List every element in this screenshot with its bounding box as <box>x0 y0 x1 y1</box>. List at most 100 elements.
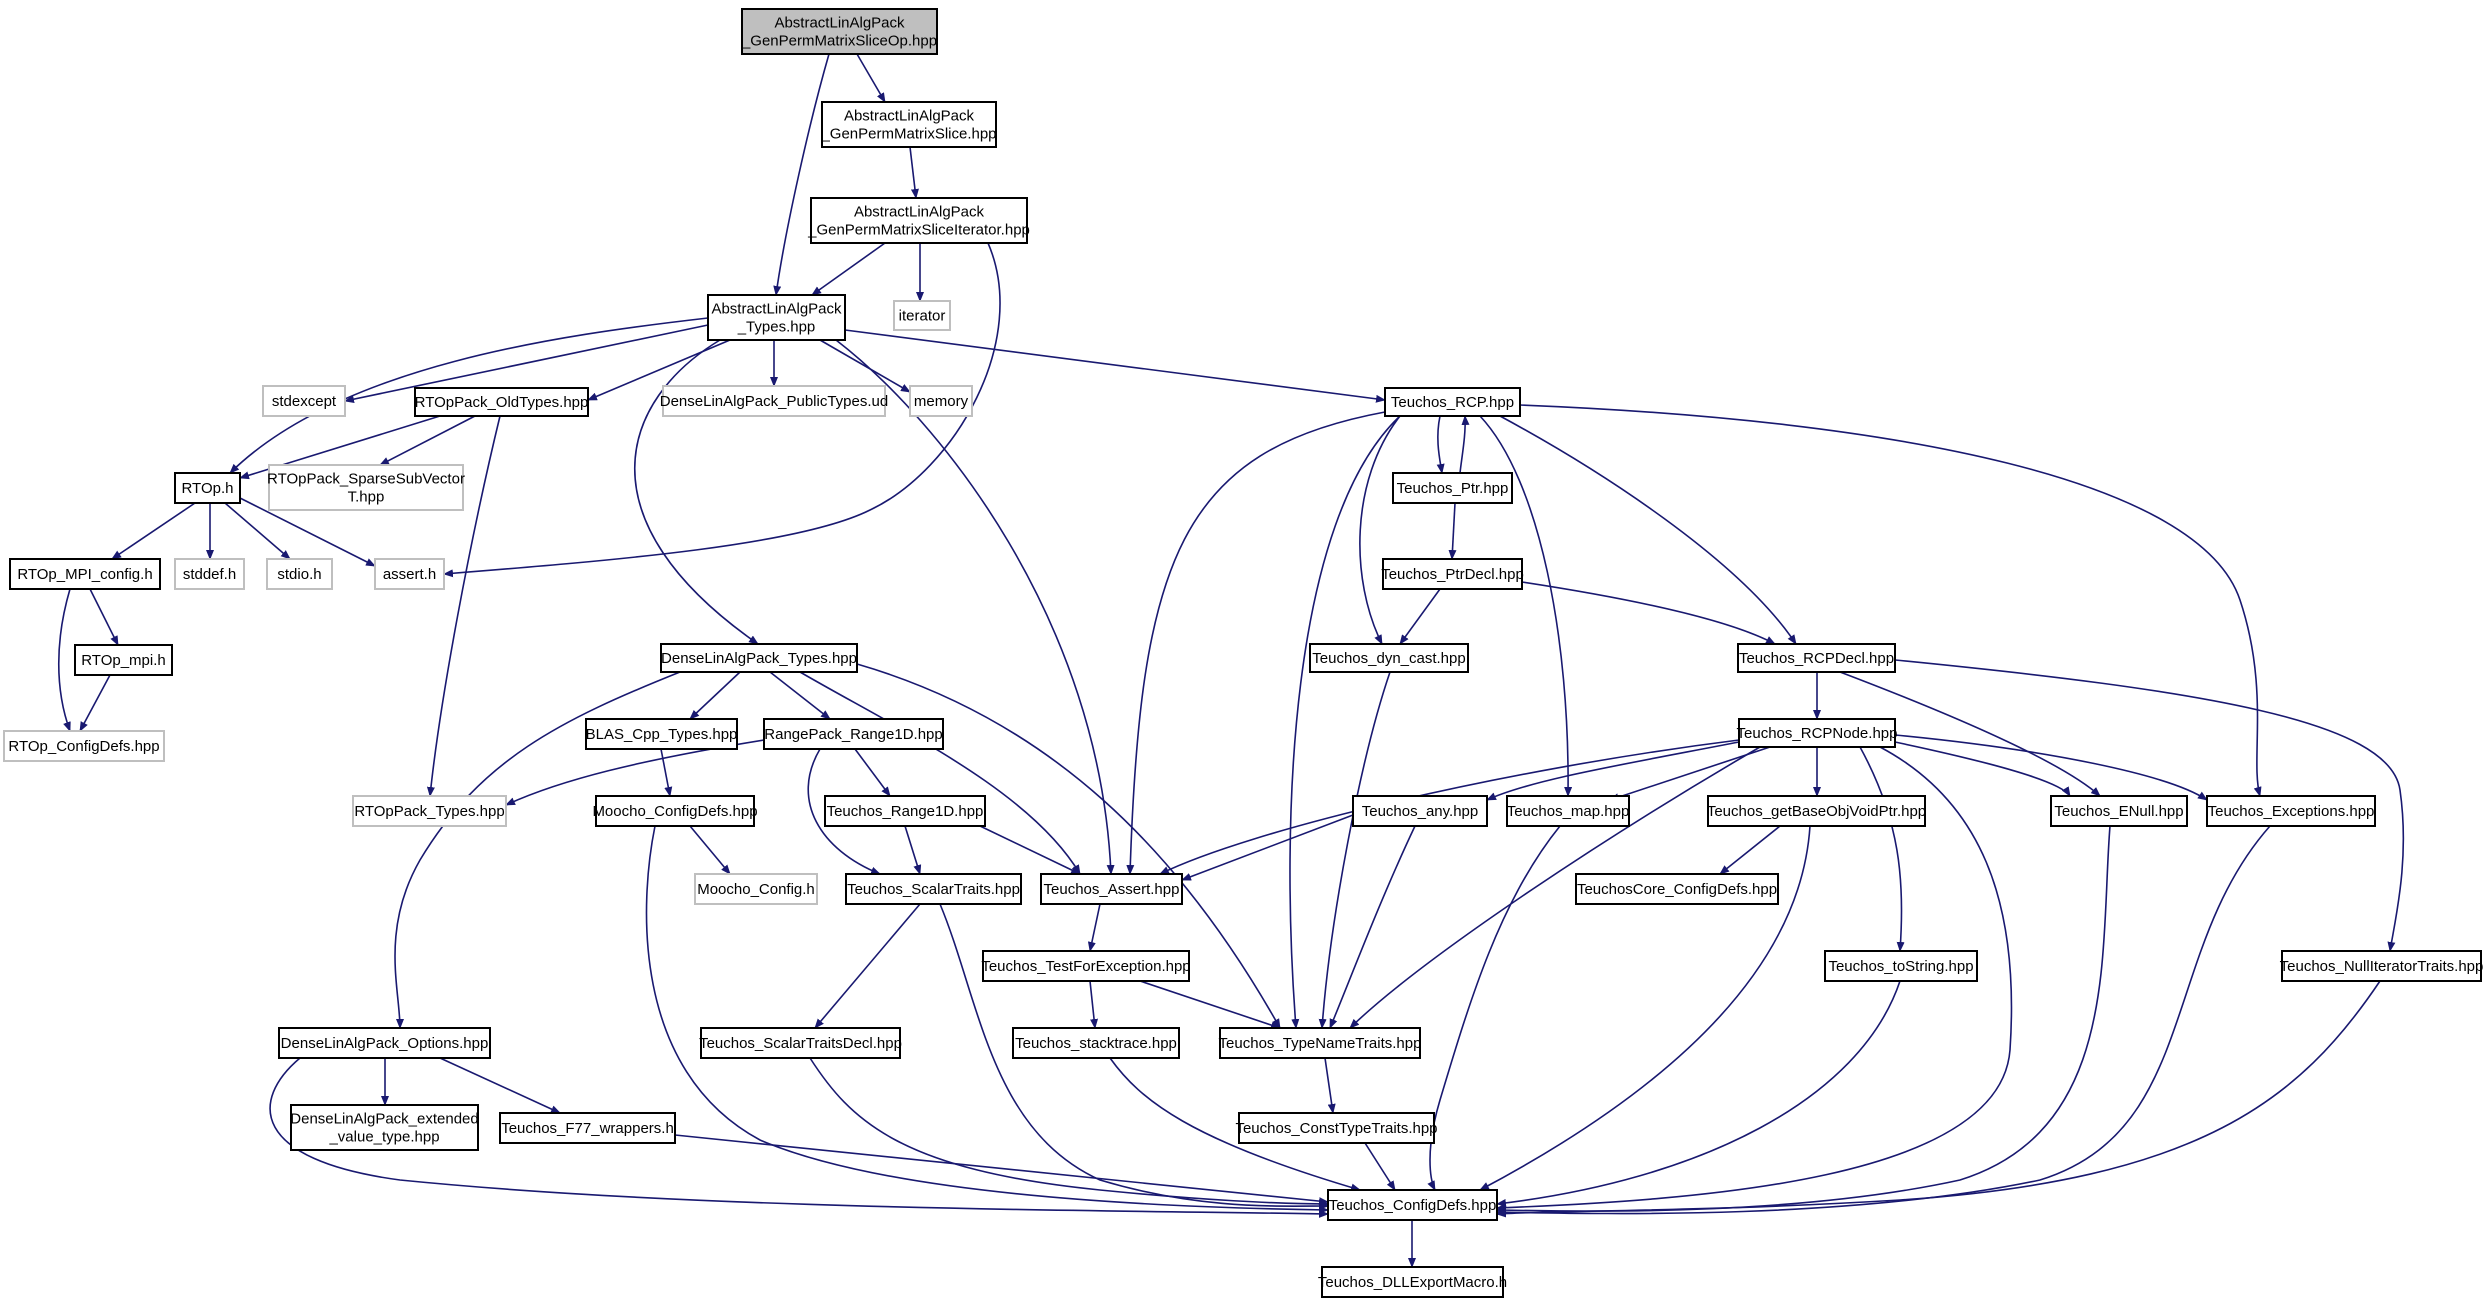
node-box-options[interactable] <box>278 1027 491 1059</box>
node-rcp[interactable]: Teuchos_RCP.hpp <box>1384 387 1521 417</box>
node-box-getbase[interactable] <box>1707 795 1926 827</box>
node-extended[interactable]: DenseLinAlgPack_extended_value_type.hpp <box>290 1104 479 1151</box>
node-box-scalardecl[interactable] <box>700 1027 901 1059</box>
node-rcpdecl[interactable]: Teuchos_RCPDecl.hpp <box>1737 643 1896 673</box>
node-asserth[interactable]: assert.h <box>374 558 445 590</box>
node-consttype[interactable]: Teuchos_ConstTypeTraits.hpp <box>1235 1112 1438 1144</box>
node-blas[interactable]: BLAS_Cpp_Types.hpp <box>585 718 738 750</box>
node-rtopconfigdefs[interactable]: RTOp_ConfigDefs.hpp <box>3 730 165 762</box>
node-box-rtopmpi[interactable] <box>74 644 173 676</box>
node-box-rcp[interactable] <box>1384 387 1521 417</box>
node-box-configdefs[interactable] <box>1327 1189 1498 1221</box>
node-slice[interactable]: AbstractLinAlgPack_GenPermMatrixSlice.hp… <box>820 101 997 148</box>
node-f77[interactable]: Teuchos_F77_wrappers.h <box>499 1112 676 1144</box>
node-stddef[interactable]: stddef.h <box>174 558 245 590</box>
node-ptr[interactable]: Teuchos_Ptr.hpp <box>1392 472 1513 504</box>
node-rtoph[interactable]: RTOp.h <box>174 472 241 504</box>
node-enull[interactable]: Teuchos_ENull.hpp <box>2050 795 2188 827</box>
node-box-stdexcept[interactable] <box>262 385 346 417</box>
node-scalartraits[interactable]: Teuchos_ScalarTraits.hpp <box>845 873 1022 905</box>
node-box-consttype[interactable] <box>1238 1112 1435 1144</box>
node-range1d[interactable]: RangePack_Range1D.hpp <box>763 718 944 750</box>
node-typename[interactable]: Teuchos_TypeNameTraits.hpp <box>1219 1027 1422 1059</box>
node-box-tostring[interactable] <box>1824 950 1978 982</box>
node-box-testforexc[interactable] <box>982 950 1190 982</box>
node-box-f77[interactable] <box>499 1112 676 1144</box>
node-getbase[interactable]: Teuchos_getBaseObjVoidPtr.hpp <box>1707 795 1926 827</box>
node-rtopmpi[interactable]: RTOp_mpi.h <box>74 644 173 676</box>
node-box-rtoph[interactable] <box>174 472 241 504</box>
node-box-coreconfig[interactable] <box>1575 873 1779 905</box>
node-testforexc[interactable]: Teuchos_TestForException.hpp <box>981 950 1191 982</box>
node-box-moochodefs[interactable] <box>595 795 755 827</box>
node-stdio[interactable]: stdio.h <box>266 558 333 590</box>
node-dllexport[interactable]: Teuchos_DLLExportMacro.h <box>1318 1266 1507 1298</box>
node-box-mpiconfig[interactable] <box>9 558 161 590</box>
node-dyncast[interactable]: Teuchos_dyn_cast.hpp <box>1309 643 1469 673</box>
node-box-slice[interactable] <box>821 101 997 148</box>
node-box-enull[interactable] <box>2050 795 2188 827</box>
node-box-ptr[interactable] <box>1392 472 1513 504</box>
node-box-sliceiter[interactable] <box>810 197 1028 244</box>
node-rtoptypes[interactable]: RTOpPack_Types.hpp <box>352 795 507 827</box>
node-box-tassert[interactable] <box>1040 873 1183 905</box>
node-moochodefs[interactable]: Moocho_ConfigDefs.hpp <box>592 795 758 827</box>
node-box-any[interactable] <box>1352 795 1488 827</box>
node-mpiconfig[interactable]: RTOp_MPI_config.h <box>9 558 161 590</box>
node-trange1d[interactable]: Teuchos_Range1D.hpp <box>824 795 986 827</box>
node-densetypes[interactable]: DenseLinAlgPack_Types.hpp <box>660 643 858 673</box>
node-sliceiter[interactable]: AbstractLinAlgPack_GenPermMatrixSliceIte… <box>807 197 1030 244</box>
node-box-root[interactable] <box>741 8 938 55</box>
node-options[interactable]: DenseLinAlgPack_Options.hpp <box>278 1027 491 1059</box>
node-densepub[interactable]: DenseLinAlgPack_PublicTypes.ud <box>660 385 888 417</box>
node-any[interactable]: Teuchos_any.hpp <box>1352 795 1488 827</box>
node-box-rcpnode[interactable] <box>1738 718 1896 748</box>
node-box-trange1d[interactable] <box>824 795 986 827</box>
node-box-dyncast[interactable] <box>1309 643 1469 673</box>
node-map[interactable]: Teuchos_map.hpp <box>1506 795 1630 827</box>
node-rcpnode[interactable]: Teuchos_RCPNode.hpp <box>1737 718 1898 748</box>
node-stacktrace[interactable]: Teuchos_stacktrace.hpp <box>1012 1027 1180 1059</box>
node-box-exceptions[interactable] <box>2206 795 2376 827</box>
node-memory[interactable]: memory <box>909 385 973 417</box>
node-configdefs[interactable]: Teuchos_ConfigDefs.hpp <box>1327 1189 1498 1221</box>
node-box-sparse[interactable] <box>268 464 464 511</box>
node-box-range1d[interactable] <box>763 718 944 750</box>
node-box-ptrdecl[interactable] <box>1382 558 1523 590</box>
node-box-rtopold[interactable] <box>414 387 589 417</box>
node-scalardecl[interactable]: Teuchos_ScalarTraitsDecl.hpp <box>699 1027 902 1059</box>
node-box-rtopconfigdefs[interactable] <box>3 730 165 762</box>
node-box-stdio[interactable] <box>266 558 333 590</box>
node-nulliter[interactable]: Teuchos_NullIteratorTraits.hpp <box>2280 950 2484 982</box>
node-box-memory[interactable] <box>909 385 973 417</box>
node-box-stacktrace[interactable] <box>1012 1027 1180 1059</box>
node-box-map[interactable] <box>1506 795 1630 827</box>
node-box-typename[interactable] <box>1219 1027 1421 1059</box>
node-box-nulliter[interactable] <box>2281 950 2482 982</box>
node-box-moochoconfig[interactable] <box>694 873 818 905</box>
node-box-asserth[interactable] <box>374 558 445 590</box>
node-tostring[interactable]: Teuchos_toString.hpp <box>1824 950 1978 982</box>
node-box-stddef[interactable] <box>174 558 245 590</box>
node-box-dllexport[interactable] <box>1321 1266 1504 1298</box>
node-rtopold[interactable]: RTOpPack_OldTypes.hpp <box>414 387 589 417</box>
node-box-iterator[interactable] <box>893 300 951 331</box>
node-exceptions[interactable]: Teuchos_Exceptions.hpp <box>2206 795 2376 827</box>
node-iterator[interactable]: iterator <box>893 300 951 331</box>
node-tassert[interactable]: Teuchos_Assert.hpp <box>1040 873 1183 905</box>
node-root[interactable]: AbstractLinAlgPack_GenPermMatrixSliceOp.… <box>741 8 938 55</box>
node-box-blas[interactable] <box>585 718 738 750</box>
node-moochoconfig[interactable]: Moocho_Config.h <box>694 873 818 905</box>
node-box-scalartraits[interactable] <box>845 873 1022 905</box>
node-types[interactable]: AbstractLinAlgPack_Types.hpp <box>707 294 846 341</box>
node-box-densetypes[interactable] <box>660 643 858 673</box>
node-box-types[interactable] <box>707 294 846 341</box>
node-stdexcept[interactable]: stdexcept <box>262 385 346 417</box>
node-box-densepub[interactable] <box>662 385 886 417</box>
node-coreconfig[interactable]: TeuchosCore_ConfigDefs.hpp <box>1575 873 1779 905</box>
node-box-rcpdecl[interactable] <box>1737 643 1896 673</box>
node-box-extended[interactable] <box>290 1104 479 1151</box>
node-box-rtoptypes[interactable] <box>352 795 507 827</box>
node-ptrdecl[interactable]: Teuchos_PtrDecl.hpp <box>1381 558 1524 590</box>
